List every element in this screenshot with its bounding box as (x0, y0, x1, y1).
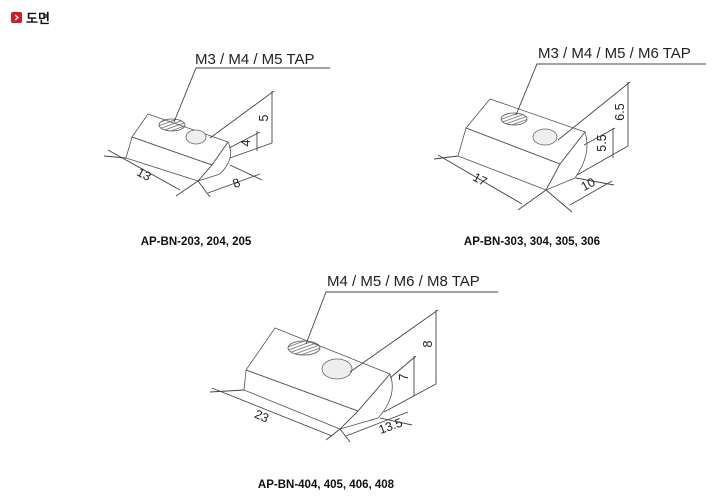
tap-label: M3 / M4 / M5 / M6 TAP (538, 45, 691, 62)
section-header: 도면 (11, 9, 50, 26)
ball-height-dimension: 5.5 (595, 134, 609, 151)
width-dimension: 10 (579, 175, 598, 194)
drawing-ap-bn-203: M3 / M4 / M5 TAP 5 4 13 8 AP-BN-203, 204… (103, 51, 330, 248)
spring-ball (185, 129, 207, 145)
part-caption: AP-BN-303, 304, 305, 306 (464, 236, 600, 248)
part-caption: AP-BN-404, 405, 406, 408 (258, 479, 395, 491)
ball-height-dimension: 7 (397, 373, 411, 380)
dimension-lines (433, 63, 706, 213)
dimension-lines (209, 291, 498, 443)
height-dimension: 6.5 (613, 103, 627, 120)
length-dimension: 23 (252, 407, 270, 425)
drawing-ap-bn-303: M3 / M4 / M5 / M6 TAP 6.5 5.5 17 10 AP-B… (433, 45, 706, 248)
height-dimension: 8 (421, 340, 435, 347)
nut-body (243, 327, 393, 430)
length-dimension: 13 (134, 165, 153, 184)
spring-ball (321, 358, 353, 380)
thread-hole (500, 112, 528, 126)
height-dimension: 5 (257, 114, 271, 121)
thread-hole (287, 340, 321, 356)
drawing-ap-bn-404: M4 / M5 / M6 / M8 TAP 8 7 23 13.5 AP-BN-… (209, 273, 498, 491)
width-dimension: 13.5 (377, 415, 405, 436)
dimension-lines (103, 67, 330, 198)
part-caption: AP-BN-203, 204, 205 (141, 236, 252, 248)
chevron-right-icon (11, 11, 22, 23)
ball-height-dimension: 4 (239, 139, 253, 146)
nut-body (457, 98, 588, 191)
tap-label: M3 / M4 / M5 TAP (195, 51, 314, 68)
section-title: 도면 (26, 10, 50, 26)
thread-hole (158, 118, 186, 132)
spring-ball (532, 128, 558, 146)
width-dimension: 8 (231, 175, 243, 191)
length-dimension: 17 (470, 170, 489, 189)
tap-label: M4 / M5 / M6 / M8 TAP (327, 273, 480, 290)
